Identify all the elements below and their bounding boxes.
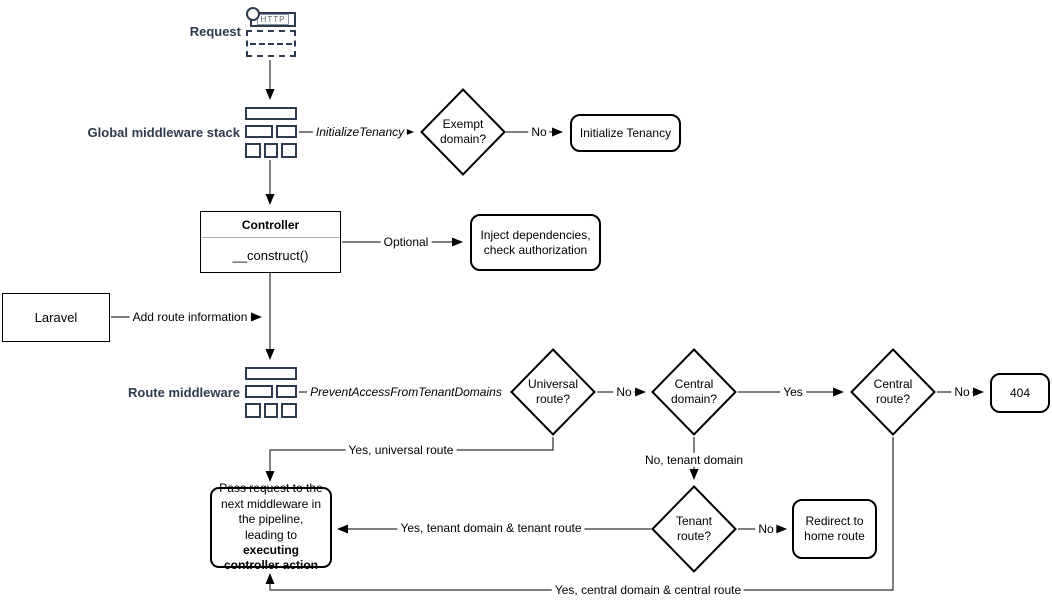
node-tenant-route: Tenant route?: [651, 485, 737, 573]
node-text: route?: [875, 392, 911, 406]
node-text: Exempt: [442, 117, 484, 131]
http-request-icon: HTTP: [246, 7, 296, 57]
node-text: Inject dependencies,: [480, 227, 591, 242]
stack-cell: [245, 107, 297, 120]
pass-request-bold-text: executing controller action: [223, 542, 318, 573]
node-text: Redirect to: [805, 514, 864, 528]
node-404: 404: [990, 373, 1050, 413]
node-exempt-domain: Exempt domain?: [420, 88, 506, 176]
edge-label-central-domain-yes: Yes: [780, 384, 806, 400]
node-text: route?: [676, 529, 712, 543]
stack-cell: [281, 403, 297, 418]
node-central-route: Central route?: [850, 348, 936, 436]
diamond-shape: [510, 348, 596, 436]
diamond-shape: [420, 88, 506, 176]
route-middleware-label: Route middleware: [128, 385, 240, 400]
node-text: Laravel: [34, 310, 78, 325]
http-protocol-label: HTTP: [256, 14, 290, 25]
controller-title: Controller: [201, 212, 340, 238]
request-circle-icon: [246, 7, 260, 21]
edge-label-tenant-route-no: No: [755, 521, 777, 537]
node-inject-dependencies: Inject dependencies, check authorization: [470, 214, 601, 271]
edge-label-add-route-information: Add route information: [129, 309, 251, 325]
node-text: Pass request to the next middleware in t…: [212, 479, 330, 575]
node-text: Central: [674, 377, 714, 391]
edge-label-exempt-no: No: [528, 124, 550, 140]
node-text: Universal: [527, 377, 578, 391]
edge-label-initialize-tenancy: InitializeTenancy: [312, 124, 408, 140]
edge-label-central-route-no: No: [951, 384, 973, 400]
node-text: route?: [535, 392, 571, 406]
stack-cell: [245, 125, 273, 138]
edge-label-optional: Optional: [380, 234, 432, 250]
node-redirect-home: Redirect to home route: [792, 499, 877, 559]
edge-label-prevent-access: PreventAccessFromTenantDomains: [307, 384, 505, 400]
global-middleware-stack-icon: [245, 107, 297, 158]
request-body-divider: [250, 43, 292, 45]
edge-label-central-yes: Yes, central domain & central route: [551, 582, 745, 598]
node-text: Tenant: [675, 514, 713, 528]
controller-constructor: __construct(): [232, 247, 309, 263]
stack-cell: [276, 125, 297, 138]
node-laravel: Laravel: [2, 293, 110, 342]
stack-cell: [245, 385, 273, 398]
node-text: home route: [804, 529, 865, 543]
edge-label-universal-yes: Yes, universal route: [345, 442, 457, 458]
node-pass-request: Pass request to the next middleware in t…: [210, 481, 332, 572]
node-text: domain?: [670, 392, 718, 406]
stack-cell: [281, 143, 297, 158]
stack-cell: [245, 143, 261, 158]
node-central-domain: Central domain?: [651, 348, 737, 436]
node-initialize-tenancy: Initialize Tenancy: [570, 114, 681, 152]
node-universal-route: Universal route?: [510, 348, 596, 436]
node-controller: Controller __construct(): [200, 211, 341, 273]
stack-cell: [264, 143, 278, 158]
route-middleware-stack-icon: [245, 367, 297, 418]
edge-label-tenant-domain-no: No, tenant domain: [641, 452, 747, 468]
edge-label-universal-no: No: [613, 384, 635, 400]
global-middleware-label: Global middleware stack: [87, 125, 240, 140]
stack-cell: [245, 367, 297, 380]
edge-label-tenant-yes: Yes, tenant domain & tenant route: [397, 520, 585, 536]
diamond-shape: [651, 348, 737, 436]
diamond-shape: [850, 348, 936, 436]
diamond-shape: [651, 485, 737, 573]
node-text: check authorization: [483, 242, 588, 257]
node-text: 404: [1009, 385, 1031, 400]
node-text: domain?: [439, 132, 487, 146]
node-text: Initialize Tenancy: [579, 125, 672, 140]
pass-request-text: Pass request to the next middleware in t…: [219, 481, 323, 542]
stack-cell: [245, 403, 261, 418]
stack-cell: [276, 385, 297, 398]
request-body-icon: [246, 30, 296, 57]
node-text: Central: [873, 377, 913, 391]
stack-cell: [264, 403, 278, 418]
request-label: Request: [189, 24, 241, 39]
